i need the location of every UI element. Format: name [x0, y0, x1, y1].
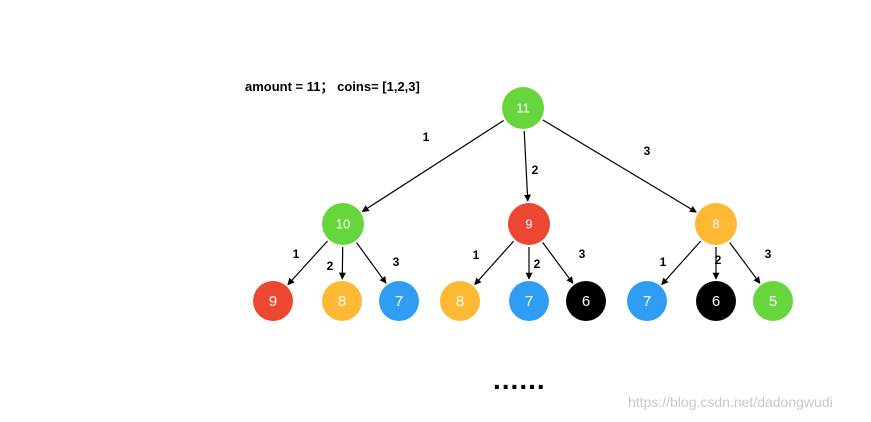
node-label-l5: 5	[769, 293, 777, 310]
tree-node-l9: 9	[253, 281, 293, 321]
tree-node-l6a: 6	[566, 281, 606, 321]
tree-node-l6b: 6	[696, 281, 736, 321]
edge-label-n10-l8a: 2	[327, 259, 334, 273]
edge-arrow-n10-l9	[287, 240, 328, 286]
node-label-l9: 9	[269, 293, 277, 310]
node-circle-n10	[322, 203, 364, 245]
edge-label-n11-n9a: 2	[532, 163, 539, 177]
edge-label-n10-l7a: 3	[393, 255, 400, 269]
tree-node-n10: 10	[322, 203, 364, 245]
tree-node-l7b: 7	[509, 281, 549, 321]
node-label-l7b: 7	[525, 293, 533, 310]
edge-label-n11-n8a: 3	[644, 144, 651, 158]
node-label-l8b: 8	[456, 293, 464, 310]
tree-node-l8b: 8	[440, 281, 480, 321]
node-label-l6b: 6	[712, 293, 720, 310]
node-circle-n9a	[508, 203, 550, 245]
edge-arrow-n11-n8a	[542, 119, 697, 213]
node-circle-l7a	[379, 281, 419, 321]
edge-arrow-n8a-l7c	[661, 240, 702, 286]
edge-label-n8a-l7c: 1	[660, 255, 667, 269]
edge-label-n10-l9: 1	[293, 247, 300, 261]
node-circle-l5	[753, 281, 793, 321]
node-circle-n8a	[695, 203, 737, 245]
edge-arrow-n9a-l6a	[542, 242, 574, 284]
edge-arrow-n11-n10	[361, 119, 504, 213]
tree-node-l5: 5	[753, 281, 793, 321]
edge-arrow-n11-n9a	[523, 130, 531, 202]
tree-node-l7a: 7	[379, 281, 419, 321]
node-label-n11: 11	[516, 100, 530, 115]
node-label-n9a: 9	[525, 216, 532, 231]
edge-label-n8a-l5: 3	[765, 247, 772, 261]
node-circle-l7b	[509, 281, 549, 321]
tree-node-n9a: 9	[508, 203, 550, 245]
edge-label-n9a-l7b: 2	[534, 257, 541, 271]
node-label-n10: 10	[336, 216, 350, 231]
tree-node-n11: 11	[502, 87, 544, 129]
node-label-n8a: 8	[712, 216, 719, 231]
continuation-ellipsis: ......	[493, 364, 546, 395]
edge-label-n9a-l8b: 1	[473, 248, 480, 262]
edge-arrow-n9a-l8b	[474, 240, 515, 286]
edge-label-n8a-l6b: 2	[715, 253, 722, 267]
node-circle-l8a	[322, 281, 362, 321]
node-circle-l9	[253, 281, 293, 321]
node-label-l6a: 6	[582, 293, 590, 310]
node-circle-l6a	[566, 281, 606, 321]
edges-layer: 1 2 3 1 2 3 1 2 3 1 2 3	[287, 119, 772, 286]
node-circle-l7c	[627, 281, 667, 321]
edge-label-n11-n10: 1	[423, 130, 430, 144]
tree-node-l8a: 8	[322, 281, 362, 321]
edge-arrow-n10-l7a	[356, 242, 387, 284]
node-label-l7a: 7	[395, 293, 403, 310]
edge-label-n9a-l6a: 3	[579, 247, 586, 261]
tree-node-l7c: 7	[627, 281, 667, 321]
node-circle-l6b	[696, 281, 736, 321]
node-label-l7c: 7	[643, 293, 651, 310]
node-label-l8a: 8	[338, 293, 346, 310]
edge-arrow-n8a-l5	[729, 242, 761, 284]
tree-node-n8a: 8	[695, 203, 737, 245]
node-circle-l8b	[440, 281, 480, 321]
diagram-title: amount = 11； coins= [1,2,3]	[245, 79, 420, 94]
node-circle-n11	[502, 87, 544, 129]
watermark: https://blog.csdn.net/dadongwudi	[628, 394, 833, 410]
